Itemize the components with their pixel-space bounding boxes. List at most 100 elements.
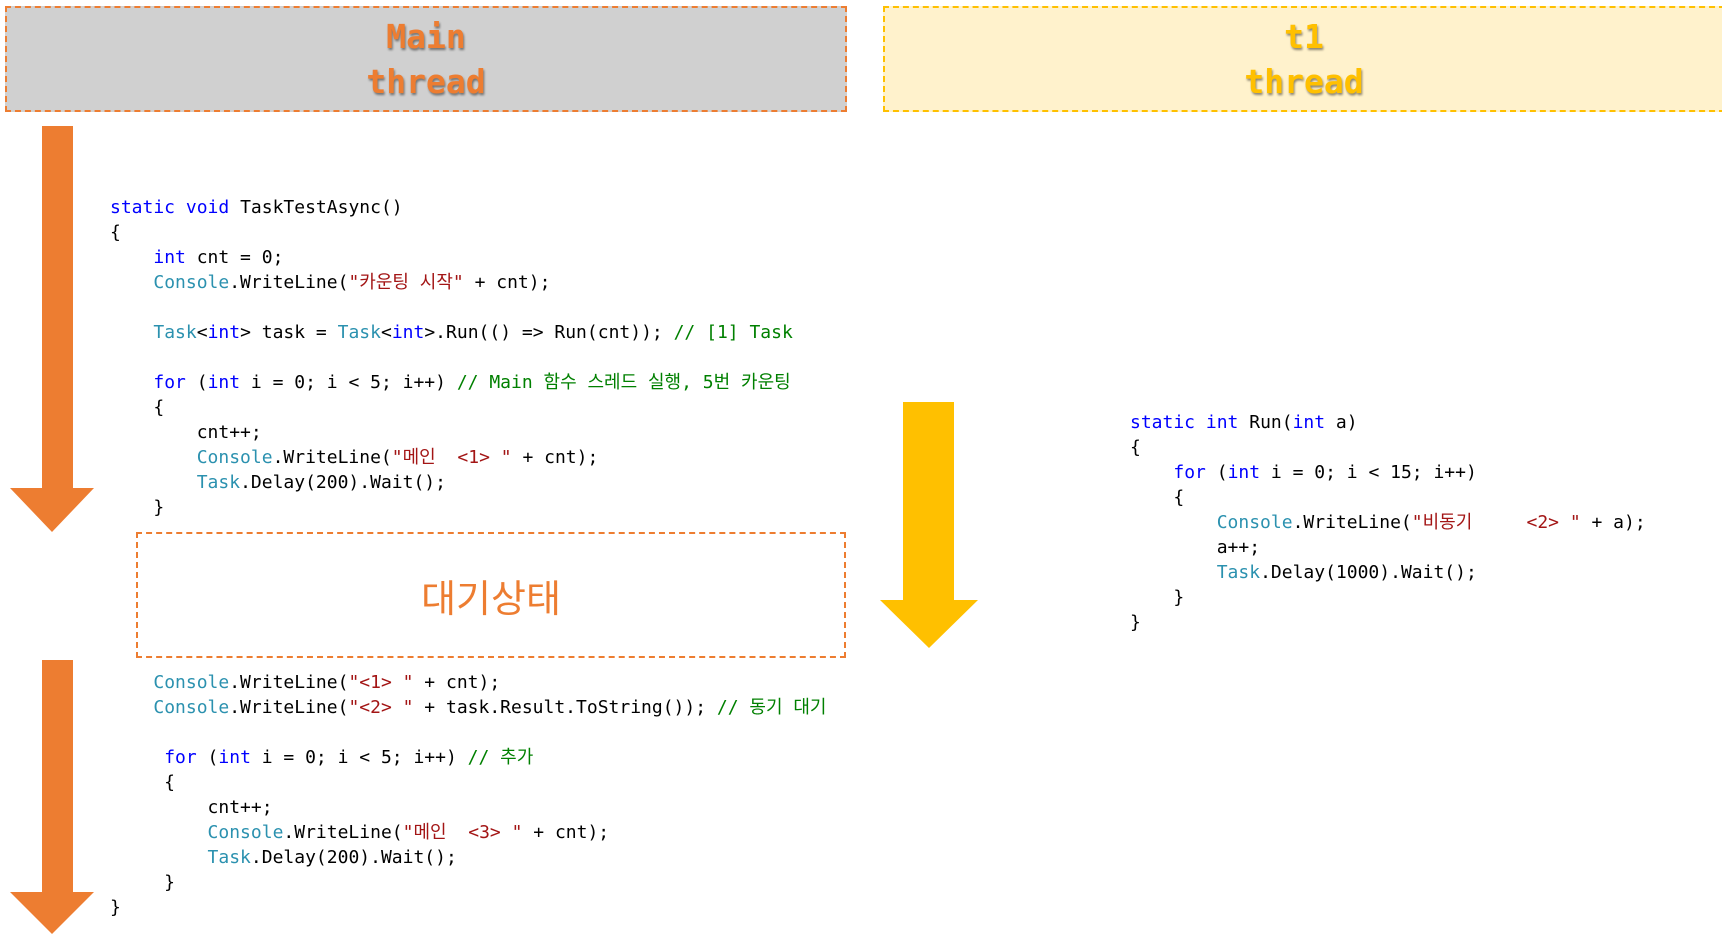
code-line: for (int i = 0; i < 5; i++) // 추가 — [110, 745, 827, 770]
code-line: { — [110, 395, 793, 420]
code-line: } — [110, 495, 793, 520]
code-text — [110, 372, 153, 393]
code-line: for (int i = 0; i < 5; i++) // Main 함수 스… — [110, 370, 793, 395]
code-text: { — [1130, 487, 1185, 508]
code-text: .WriteLine( — [229, 697, 349, 718]
code-line: Console.WriteLine("메인 <3> " + cnt); — [110, 820, 827, 845]
main-header-line1: Main — [386, 17, 466, 56]
code-line: } — [1130, 610, 1646, 635]
code-type: Task — [337, 322, 381, 343]
code-text — [110, 247, 153, 268]
main-thread-arrow-top — [10, 126, 94, 532]
code-type: Task — [196, 472, 241, 493]
code-text: .WriteLine( — [283, 822, 403, 843]
t1-code-block: static int Run(int a){ for (int i = 0; i… — [1130, 410, 1646, 635]
code-keyword: int — [1227, 462, 1261, 483]
t1-thread-header: t1 thread — [883, 6, 1722, 112]
main-thread-arrow-bottom — [10, 660, 94, 934]
code-text: ( — [185, 372, 208, 393]
code-line: Console.WriteLine("메인 <1> " + cnt); — [110, 445, 793, 470]
code-text: + cnt); — [522, 822, 610, 843]
code-text: + cnt); — [511, 447, 599, 468]
code-text: a) — [1325, 412, 1358, 433]
code-line: } — [1130, 585, 1646, 610]
code-text: < — [380, 322, 392, 343]
code-line: Task.Delay(200).Wait(); — [110, 470, 793, 495]
main-code-block-top: static void TaskTestAsync(){ int cnt = 0… — [110, 195, 793, 520]
code-text: cnt = 0; — [185, 247, 284, 268]
t1-header-line1: t1 — [1284, 17, 1324, 56]
code-text: { — [110, 397, 165, 418]
code-string: "메인 <3> " — [402, 822, 523, 843]
code-keyword: int — [1292, 412, 1326, 433]
code-keyword: int — [207, 372, 241, 393]
code-type: Console — [207, 822, 284, 843]
code-text: i = 0; i < 15; i++) — [1260, 462, 1477, 483]
code-keyword: for — [153, 372, 186, 393]
code-string: "<1> " — [348, 672, 414, 693]
code-text: .Delay(1000).Wait(); — [1260, 562, 1477, 583]
code-line: { — [1130, 485, 1646, 510]
code-line: cnt++; — [110, 420, 793, 445]
code-text — [110, 472, 197, 493]
code-type: Console — [153, 272, 230, 293]
code-type: Console — [153, 672, 230, 693]
code-keyword: for — [1173, 462, 1206, 483]
code-line: Task.Delay(1000).Wait(); — [1130, 560, 1646, 585]
code-text: + cnt); — [413, 672, 501, 693]
code-line: Console.WriteLine("비동기 <2> " + a); — [1130, 510, 1646, 535]
code-text — [110, 822, 208, 843]
code-text — [110, 272, 153, 293]
waiting-state-label: 대기상태 — [421, 576, 561, 621]
code-text: + cnt); — [463, 272, 551, 293]
code-string: "카운팅 시작" — [348, 272, 464, 293]
code-text — [1130, 562, 1217, 583]
code-line: int cnt = 0; — [110, 245, 793, 270]
code-text: i = 0; i < 5; i++) — [250, 747, 468, 768]
code-keyword: static — [110, 197, 176, 218]
main-code-block-bottom: Console.WriteLine("<1> " + cnt); Console… — [110, 670, 827, 920]
code-line — [110, 295, 793, 320]
code-line: { — [1130, 435, 1646, 460]
code-text: } — [110, 897, 121, 918]
code-text: } — [1130, 587, 1185, 608]
code-comment: // [1] Task — [673, 322, 793, 343]
code-keyword: int — [218, 747, 251, 768]
code-text: Run( — [1238, 412, 1293, 433]
code-text: < — [196, 322, 208, 343]
code-type: Task — [207, 847, 251, 868]
code-text: { — [1130, 437, 1141, 458]
t1-header-line2: thread — [1244, 62, 1364, 101]
code-text: .Delay(200).Wait(); — [250, 847, 457, 868]
code-text: { — [110, 772, 176, 793]
code-text: >.Run(() => Run(cnt)); — [424, 322, 674, 343]
code-text — [1195, 412, 1206, 433]
code-line: Console.WriteLine("<1> " + cnt); — [110, 670, 827, 695]
code-keyword: void — [185, 197, 230, 218]
code-text — [110, 447, 197, 468]
code-text: i = 0; i < 5; i++) — [240, 372, 457, 393]
code-text — [110, 747, 164, 768]
code-comment: // 동기 대기 — [716, 697, 827, 718]
code-comment: // 추가 — [467, 747, 534, 768]
code-text: ( — [196, 747, 219, 768]
code-keyword: for — [164, 747, 197, 768]
code-text: cnt++; — [110, 797, 273, 818]
code-line: static void TaskTestAsync() — [110, 195, 793, 220]
code-text — [175, 197, 186, 218]
code-keyword: static — [1130, 412, 1196, 433]
code-type: Console — [153, 697, 230, 718]
code-line: for (int i = 0; i < 15; i++) — [1130, 460, 1646, 485]
code-text: .WriteLine( — [1292, 512, 1412, 533]
code-text: a++; — [1130, 537, 1261, 558]
code-text: + task.Result.ToString()); — [413, 697, 717, 718]
code-text — [110, 672, 153, 693]
code-line — [110, 720, 827, 745]
code-keyword: int — [207, 322, 241, 343]
code-text: + a); — [1580, 512, 1646, 533]
code-text — [1130, 512, 1217, 533]
code-text: .WriteLine( — [272, 447, 392, 468]
code-text: } — [110, 497, 165, 518]
waiting-state-box: 대기상태 — [136, 532, 846, 658]
code-line: { — [110, 220, 793, 245]
